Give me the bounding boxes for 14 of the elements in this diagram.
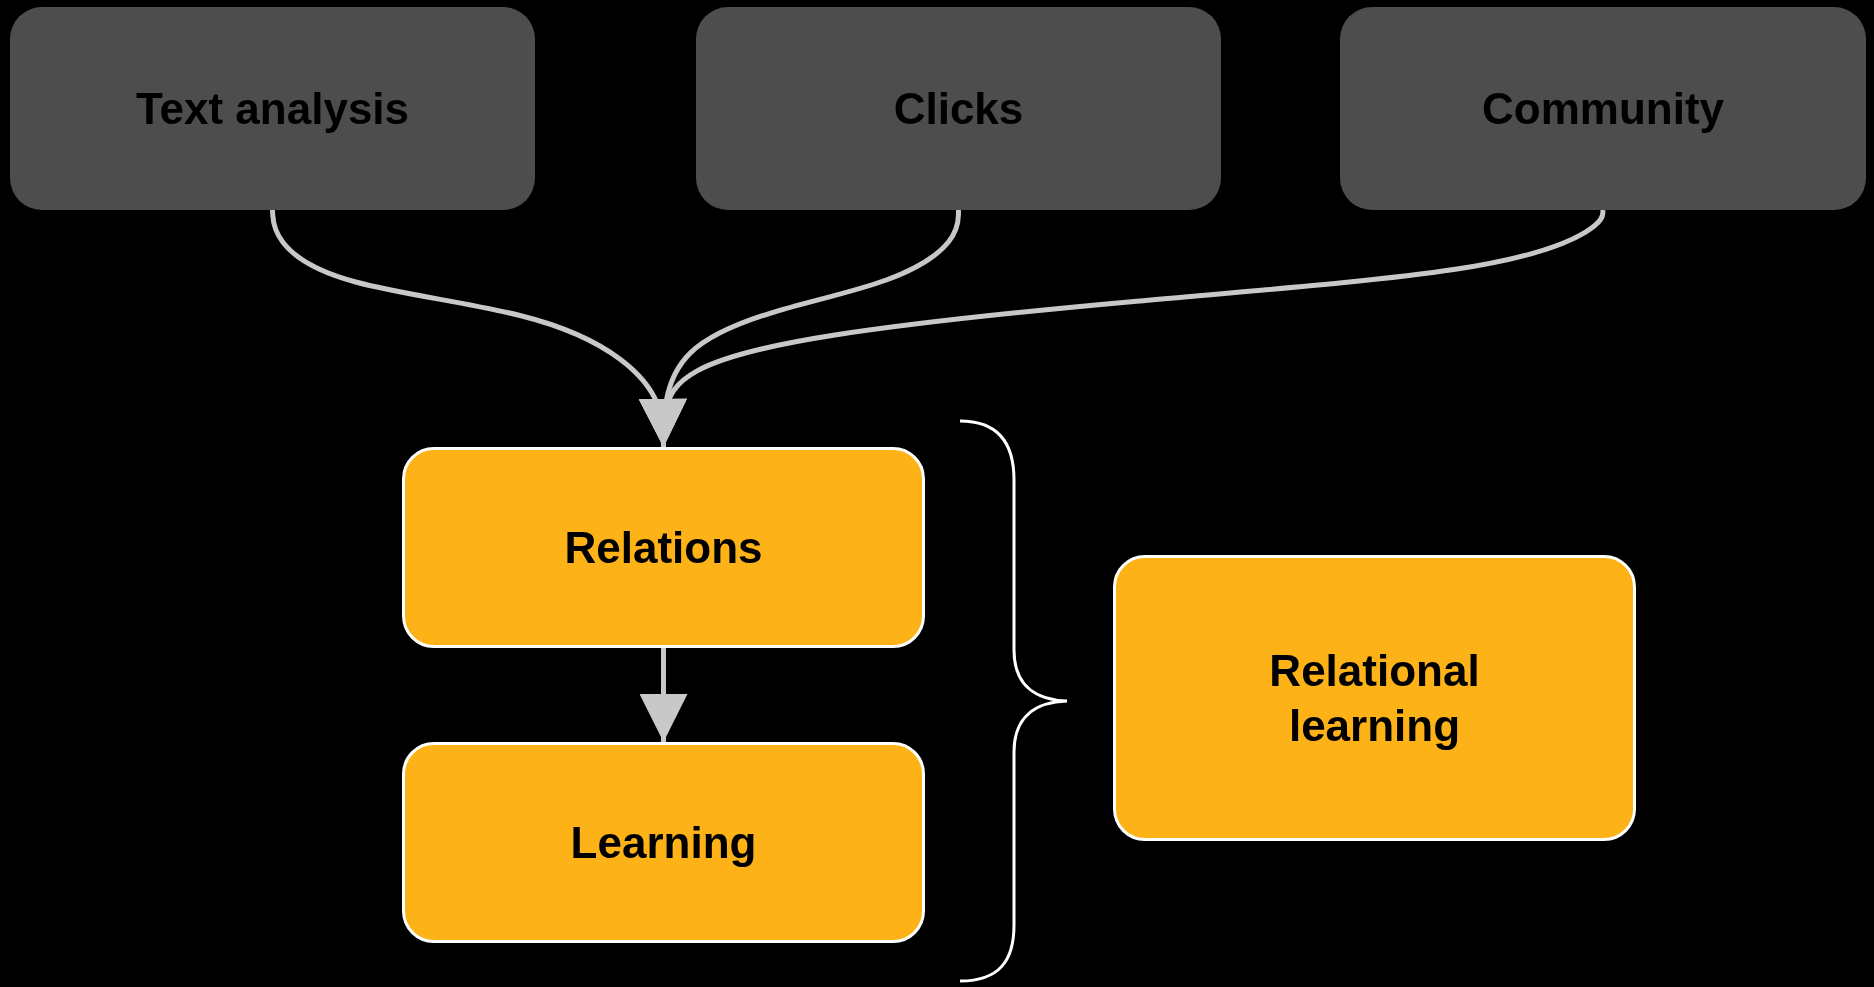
box-label: Learning [569, 817, 758, 869]
box-label: Text analysis [134, 83, 411, 135]
input-box [10, 7, 535, 210]
arrow [639, 648, 688, 742]
input-box [696, 7, 1221, 210]
arrow [638, 209, 1606, 448]
box-label: Clicks [892, 83, 1025, 135]
box-label: Relations [563, 522, 764, 574]
process-box [402, 447, 925, 648]
box-label: Community [1481, 83, 1725, 135]
input-box [1340, 7, 1866, 210]
process-box [1113, 555, 1636, 841]
process-box [402, 742, 925, 943]
box-label: Relational learning [1268, 645, 1481, 752]
